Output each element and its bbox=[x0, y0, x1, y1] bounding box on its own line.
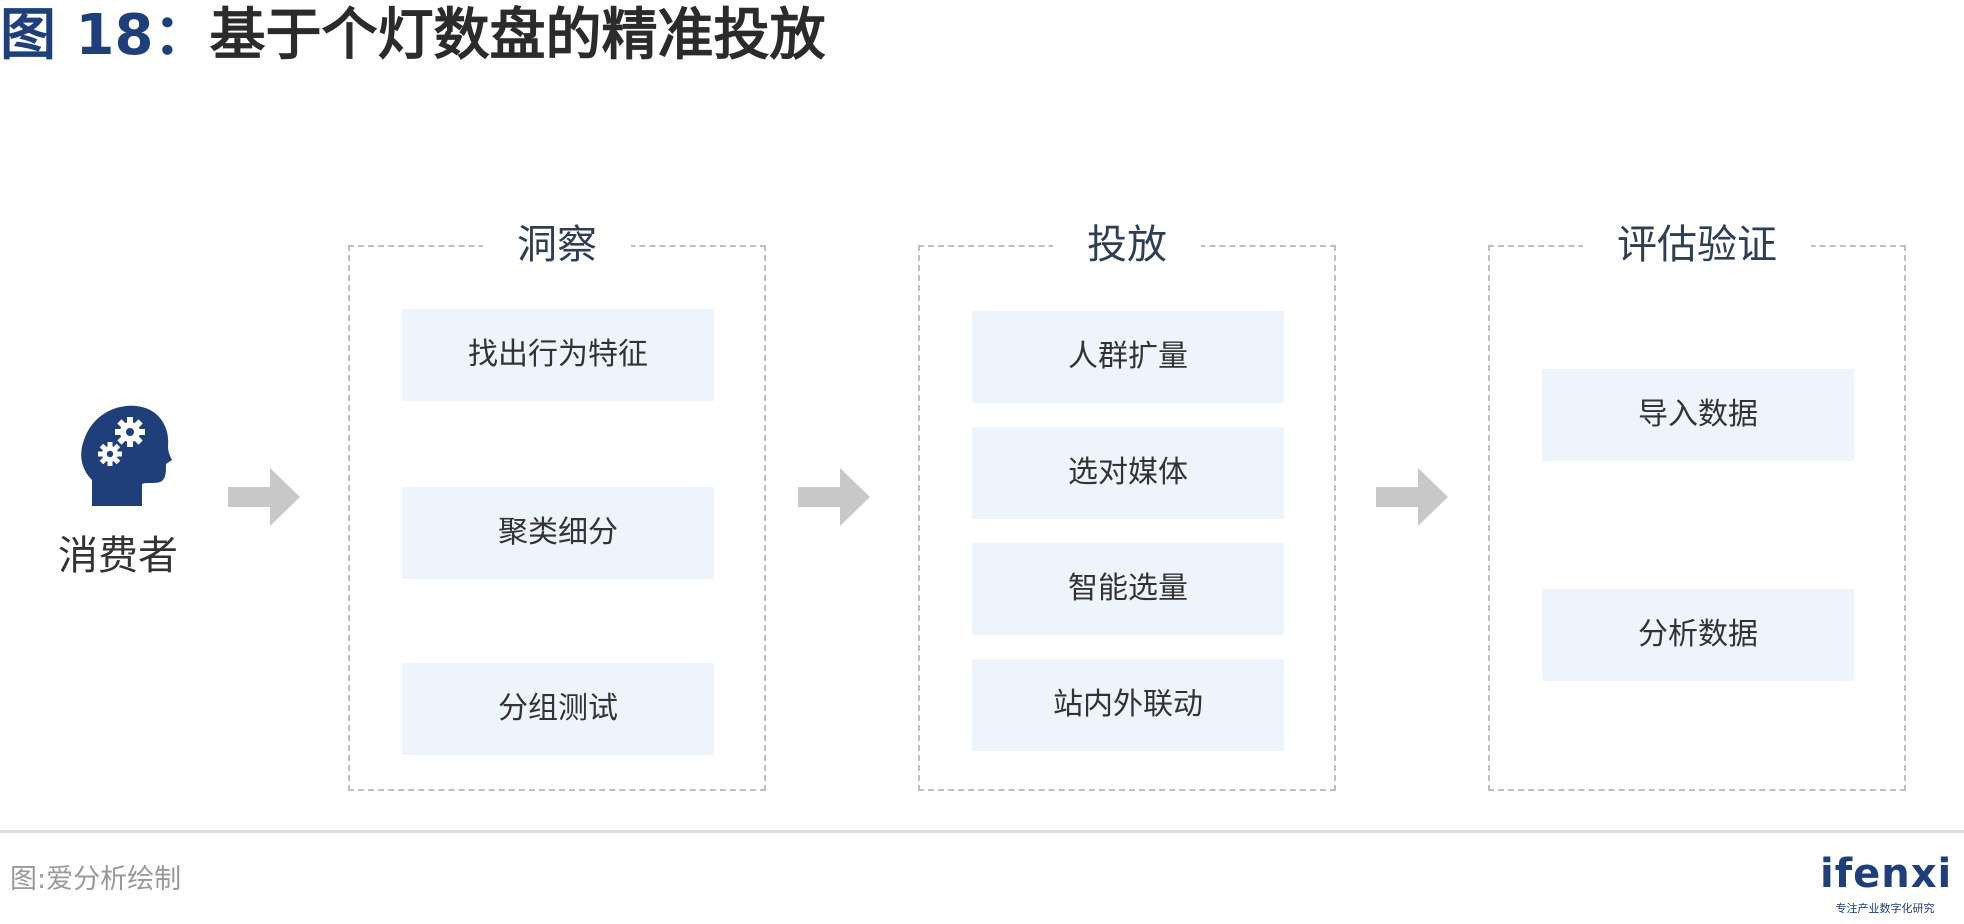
stage-item: 聚类细分 bbox=[402, 487, 714, 579]
flow-arrow-icon bbox=[1376, 468, 1448, 526]
logo-wordmark: ifenxi bbox=[1820, 851, 1953, 897]
figure-title: 基于个灯数盘的精准投放 bbox=[209, 3, 826, 68]
logo-tagline: 专注产业数字化研究 bbox=[1835, 902, 1935, 915]
ifenxi-logo: ifenxi 专注产业数字化研究 bbox=[1820, 850, 1953, 920]
page-title: 图 18：基于个灯数盘的精准投放 bbox=[0, 4, 825, 68]
stage-item: 智能选量 bbox=[972, 543, 1284, 635]
stage-item: 导入数据 bbox=[1542, 369, 1854, 461]
stage-title: 投放 bbox=[1053, 217, 1201, 273]
flow-arrow-icon bbox=[798, 468, 870, 526]
stage-item: 找出行为特征 bbox=[402, 309, 714, 401]
stage-item: 人群扩量 bbox=[972, 311, 1284, 403]
stage-title: 洞察 bbox=[483, 217, 631, 273]
stage-title: 评估验证 bbox=[1583, 217, 1811, 273]
stage-evaluation: 评估验证 导入数据 分析数据 bbox=[1488, 217, 1906, 791]
footer-divider bbox=[0, 830, 1964, 833]
stage-item: 分组测试 bbox=[402, 663, 714, 755]
stage-insight: 洞察 找出行为特征 聚类细分 分组测试 bbox=[348, 217, 766, 791]
stage-delivery: 投放 人群扩量 选对媒体 智能选量 站内外联动 bbox=[918, 217, 1336, 791]
source-note: 图:爱分析绘制 bbox=[10, 864, 182, 895]
consumer-label: 消费者 bbox=[58, 533, 178, 579]
flow-arrow-icon bbox=[228, 468, 300, 526]
figure-number: 图 18： bbox=[0, 3, 210, 68]
stage-item: 分析数据 bbox=[1542, 589, 1854, 681]
stage-item: 站内外联动 bbox=[972, 659, 1284, 751]
head-gears-icon bbox=[81, 405, 172, 506]
stage-item: 选对媒体 bbox=[972, 427, 1284, 519]
